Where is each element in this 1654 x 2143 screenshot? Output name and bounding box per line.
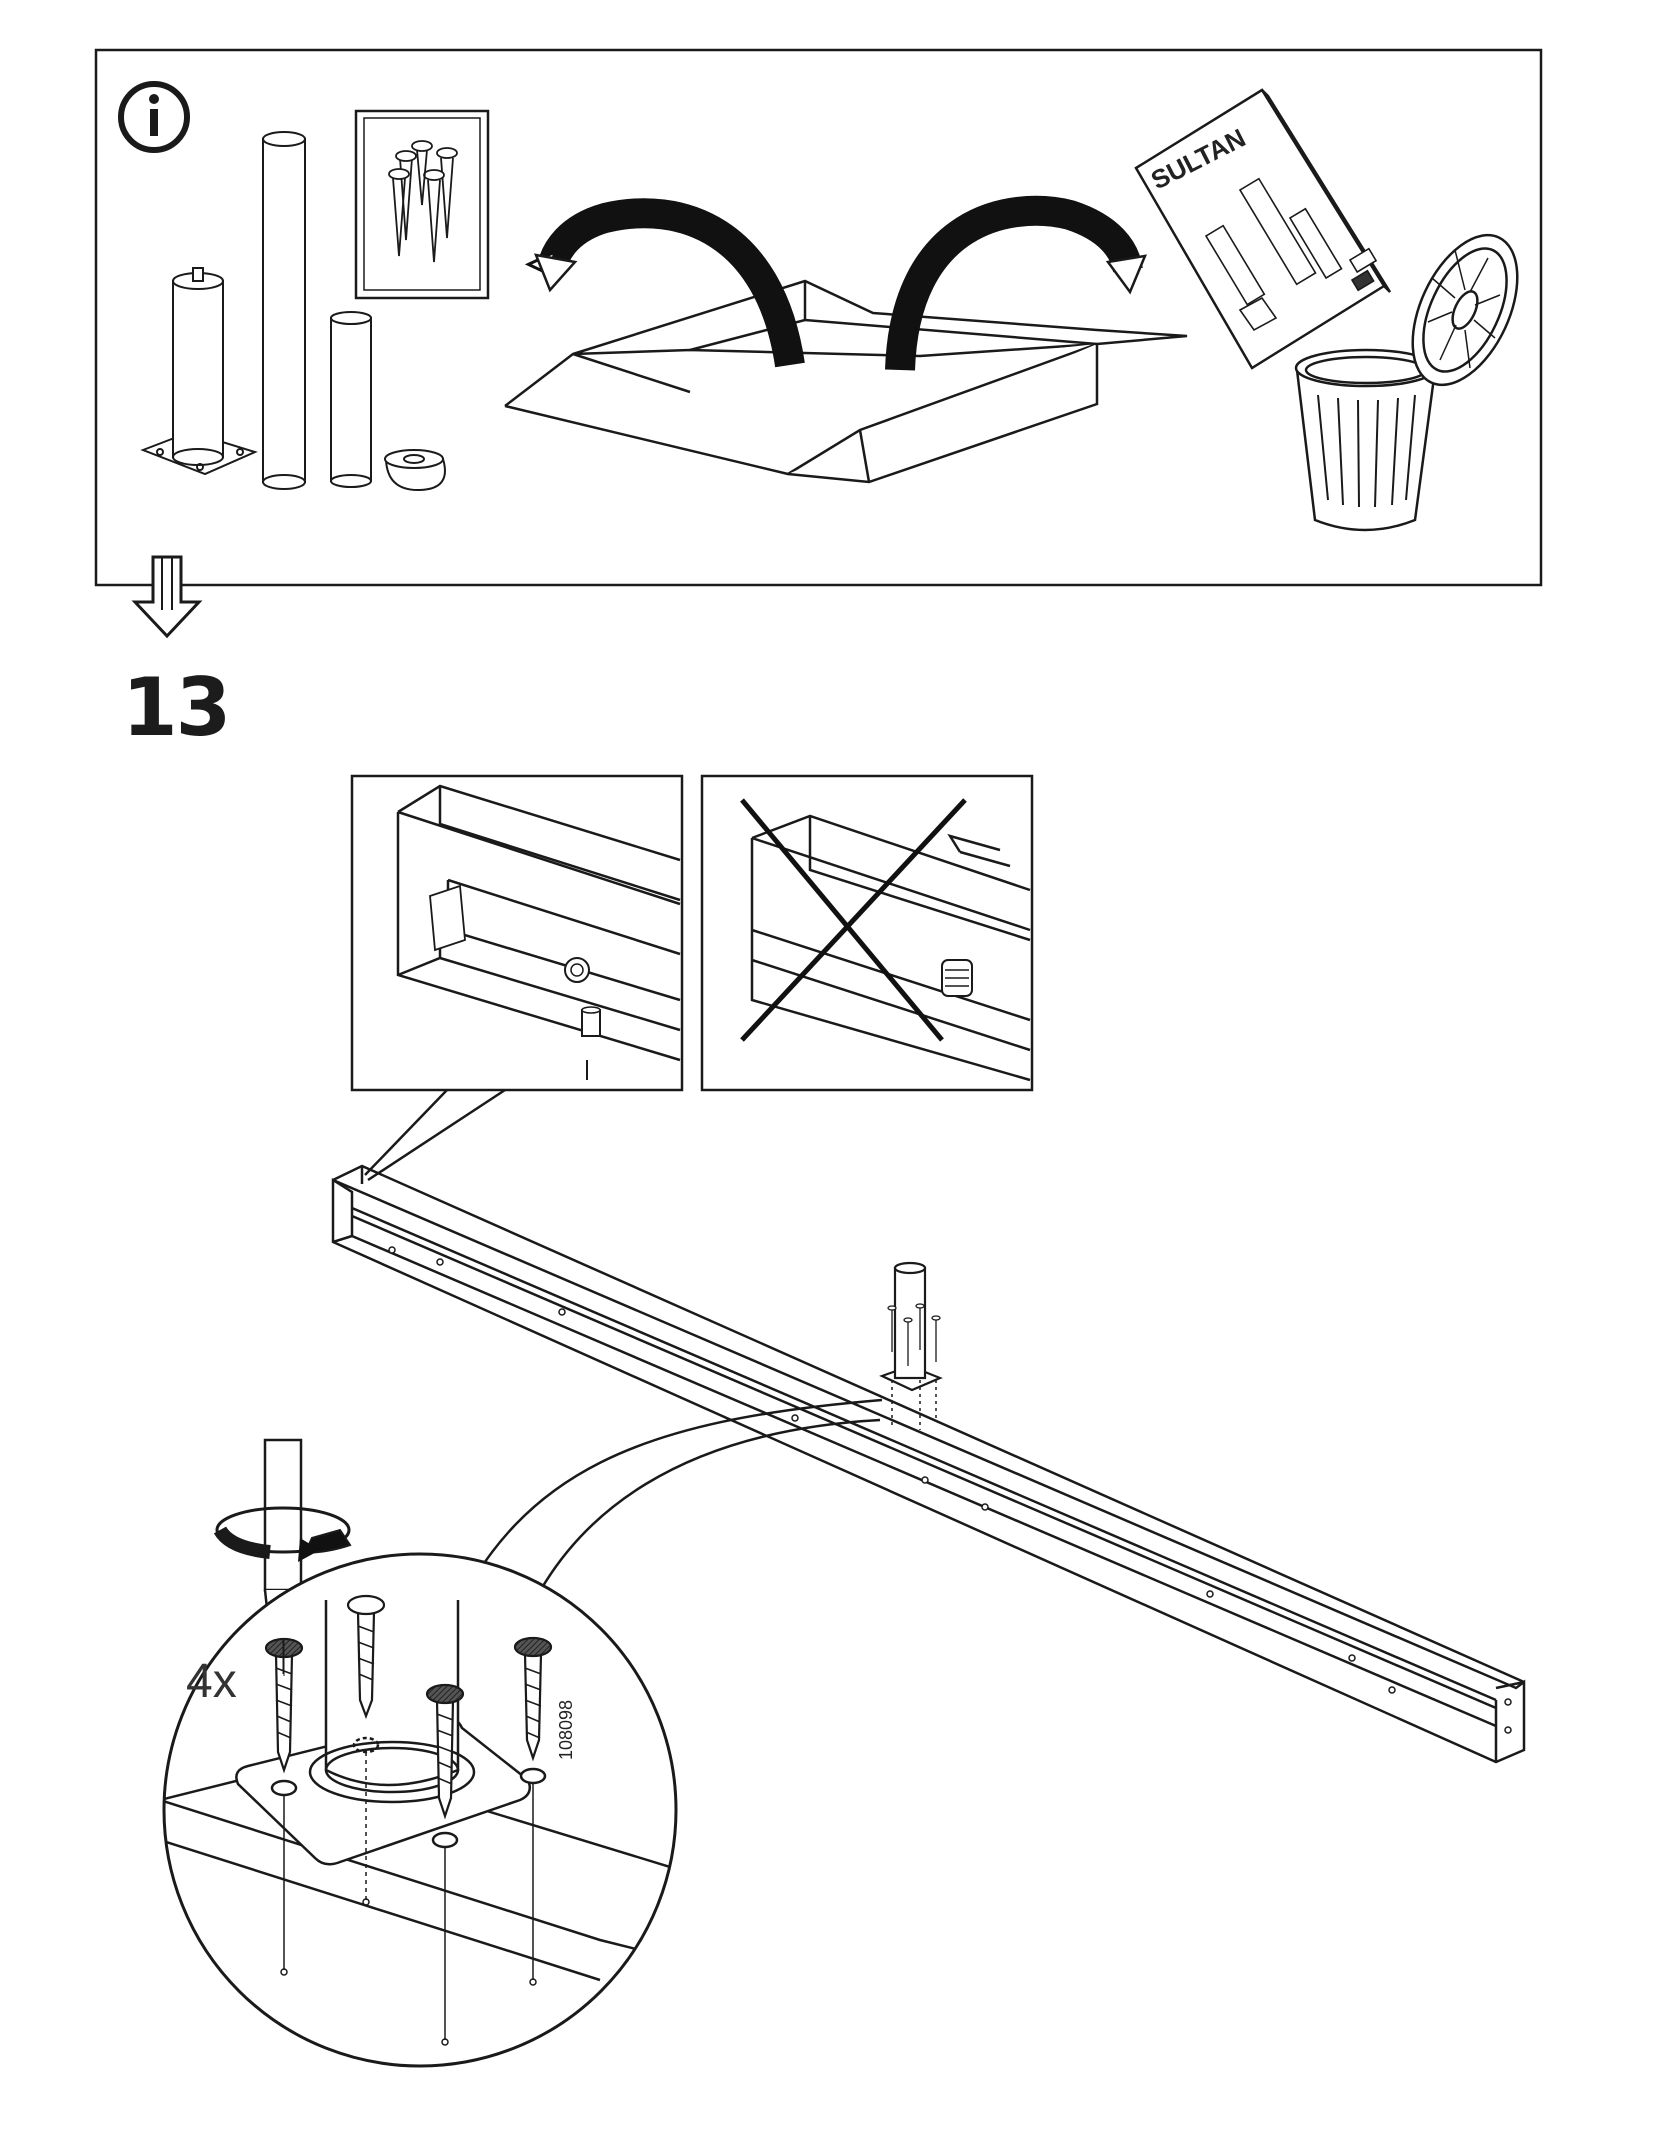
trash-can <box>1294 233 1519 532</box>
step-number: 13 <box>122 661 231 754</box>
part-number: 108098 <box>556 1699 576 1760</box>
screw-4 <box>513 1636 553 1762</box>
detail-callout-pointer <box>364 1088 506 1182</box>
instruction-booklet: SULTAN <box>1134 88 1392 370</box>
open-box <box>504 279 1188 484</box>
unpack-arrow-left <box>524 198 805 368</box>
leg-parts-illustration <box>140 131 446 492</box>
bed-rail <box>331 1164 1526 1764</box>
continue-down-arrow <box>131 555 203 639</box>
detail-correct <box>350 774 684 1092</box>
info-panel: SULTAN <box>94 48 1543 587</box>
info-icon <box>118 81 190 153</box>
screw-bag <box>354 109 490 300</box>
unpack-arrow-right <box>885 195 1148 371</box>
detail-incorrect <box>700 774 1034 1092</box>
screw-2 <box>346 1594 386 1720</box>
incorrect-cross-icon <box>740 798 967 1042</box>
screw-quantity-label: 4x <box>186 1655 237 1708</box>
rotate-clockwise-icon <box>213 1506 352 1562</box>
detail-magnified <box>162 1552 678 2068</box>
leg-on-rail <box>879 1261 943 1430</box>
screw-3 <box>425 1683 465 1820</box>
